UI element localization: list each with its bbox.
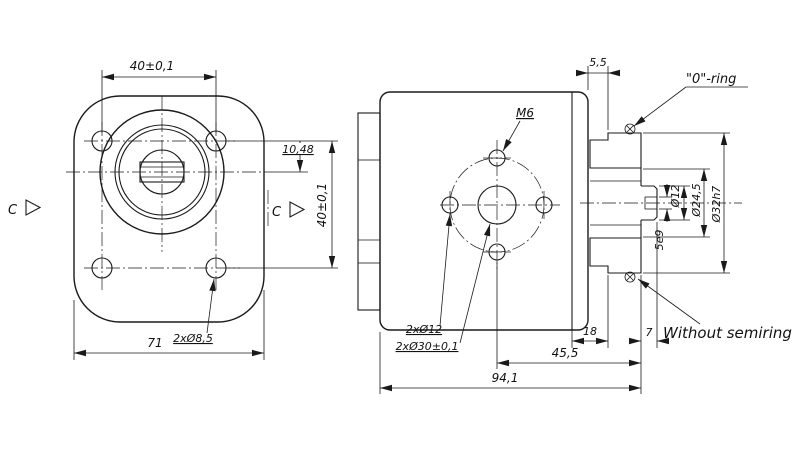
- dim-94-1: 94,1: [379, 332, 641, 394]
- dim-shaft-d12: Ø12: [659, 185, 690, 221]
- dim-label: 5e9: [653, 230, 666, 251]
- leader-label: "0"-ring: [686, 72, 736, 87]
- shaft-detail: "0"-ring Ø12 Ø24,5 Ø32h7 5e9: [379, 72, 792, 394]
- dim-label: 7: [646, 326, 653, 339]
- dim-key-width: 5e9: [653, 184, 672, 250]
- shaft-geometry: [590, 168, 658, 238]
- section-arrow-icon: [25, 199, 42, 216]
- section-letter: C: [272, 205, 282, 220]
- section-marker-left: C: [8, 199, 42, 218]
- dim-label: 10,48: [282, 143, 314, 156]
- dim-label: 5,5: [589, 56, 607, 69]
- dim-18: 18: [571, 275, 609, 348]
- pump-body: [379, 91, 589, 331]
- leader-label: 2xØ12: [406, 323, 442, 336]
- flange-section-top: [589, 132, 642, 169]
- oring-bottom: [624, 271, 636, 283]
- flange-outline: [73, 95, 265, 323]
- dim-label: Ø12: [669, 185, 682, 209]
- section-marker-right: C: [272, 201, 306, 220]
- mounting-plate: [357, 112, 381, 311]
- note-without-semiring: Without semiring: [637, 278, 792, 342]
- dim-label: Ø32h7: [710, 186, 723, 224]
- face-features: [440, 140, 560, 272]
- oring-top: [624, 123, 636, 135]
- dim-bolt-spacing-vertical: 40±0,1: [228, 141, 338, 269]
- label-oring: "0"-ring: [633, 72, 748, 127]
- label-thread: M6: [502, 106, 534, 152]
- label-bolt-holes: 2xØ8,5: [173, 278, 216, 345]
- dim-cover-thickness: 5,5: [576, 56, 620, 130]
- flange-section-bottom: [589, 237, 642, 274]
- label-ports: 2xØ12: [406, 213, 453, 336]
- dim-45-5: 45,5: [496, 262, 641, 369]
- dim-seal-d24-5: Ø24,5: [643, 168, 710, 238]
- leader-label: 2xØ8,5: [173, 332, 213, 345]
- dim-label: 71: [147, 336, 162, 350]
- dim-label: 18: [583, 325, 597, 338]
- dim-spigot-d32: Ø32h7: [643, 132, 730, 274]
- dim-label: Ø24,5: [690, 183, 703, 217]
- leader-label: M6: [516, 106, 534, 120]
- bolt-holes: [91, 130, 227, 279]
- dim-center-offset: 10,48: [228, 140, 338, 173]
- side-view: M6 2xØ12 2xØ30±0,1 5,5: [357, 56, 620, 353]
- front-centerlines: [66, 96, 272, 290]
- section-letter: C: [8, 203, 18, 218]
- front-view: 40±0,1 10,48 40±0,1 71 2xØ8,5: [8, 59, 338, 360]
- dim-7: 7: [629, 222, 669, 394]
- leader-label: 2xØ30±0,1: [396, 340, 459, 353]
- dim-label: 40±0,1: [315, 183, 329, 227]
- dim-label: 40±0,1: [130, 59, 174, 73]
- dim-label: 94,1: [492, 371, 519, 385]
- dim-bolt-spacing-horizontal: 40±0,1: [101, 59, 217, 133]
- section-arrow-icon: [289, 201, 306, 218]
- dim-label: 45,5: [552, 346, 579, 360]
- note-label: Without semiring: [663, 324, 792, 342]
- label-bores: 2xØ30±0,1: [396, 223, 491, 353]
- dim-flange-width: 71: [73, 290, 265, 360]
